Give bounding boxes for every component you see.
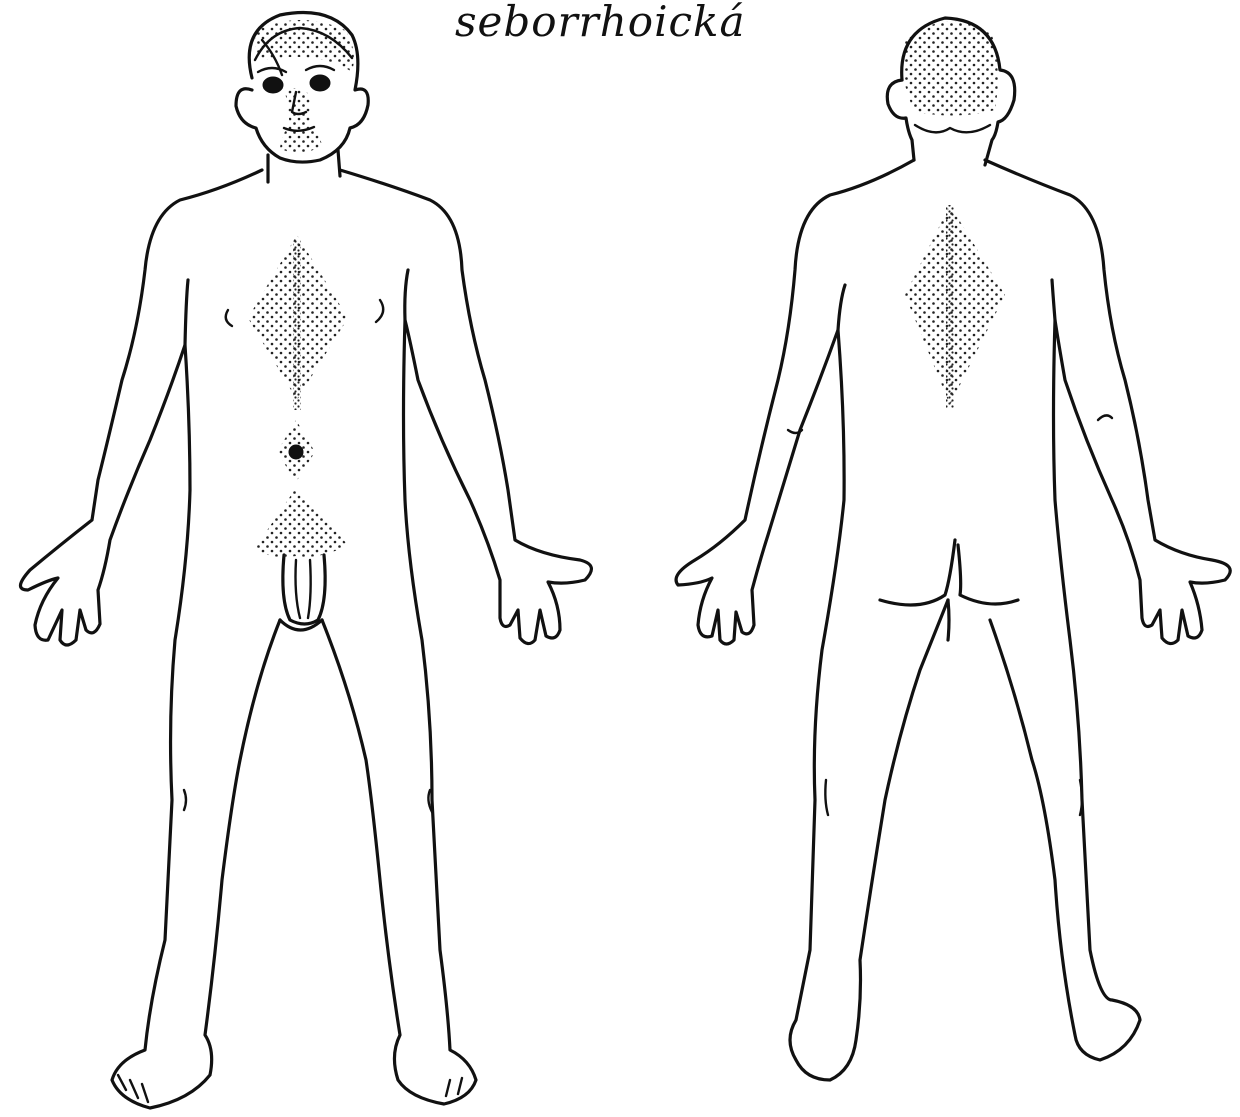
back-scalp-stipple bbox=[903, 21, 998, 115]
back-right-elbow bbox=[1098, 415, 1112, 420]
front-right-armpit bbox=[405, 270, 408, 320]
front-pubic-stipple bbox=[255, 488, 348, 557]
back-left-armpit bbox=[838, 285, 845, 330]
front-midline-stipple bbox=[293, 240, 301, 410]
back-figure bbox=[676, 18, 1230, 1080]
front-right-toes bbox=[446, 1078, 462, 1096]
front-genitalia bbox=[283, 555, 325, 624]
front-face-stipple bbox=[280, 88, 322, 153]
back-left-calf bbox=[825, 780, 828, 815]
front-right-brow bbox=[306, 66, 334, 70]
back-interscapular-stipple bbox=[905, 205, 1005, 405]
back-nape-hairline bbox=[915, 125, 990, 132]
front-left-eye bbox=[263, 77, 283, 93]
front-right-eye bbox=[310, 75, 330, 91]
front-body-right-outline bbox=[322, 170, 591, 1104]
front-left-toes bbox=[118, 1075, 148, 1102]
front-left-armpit bbox=[185, 280, 188, 345]
front-left-knee bbox=[184, 790, 186, 810]
front-body-left-outline bbox=[20, 170, 280, 1108]
back-gluteal-cleft bbox=[948, 600, 949, 640]
back-right-calf bbox=[1080, 780, 1082, 815]
back-left-buttock bbox=[880, 540, 955, 605]
back-left-elbow bbox=[788, 430, 802, 433]
front-right-nipple bbox=[376, 300, 383, 322]
front-left-nipple bbox=[226, 310, 232, 326]
back-spine-stipple bbox=[946, 205, 954, 408]
front-neck-right bbox=[338, 150, 340, 176]
front-genitalia-line-2 bbox=[308, 560, 311, 618]
back-body-right-outline bbox=[985, 160, 1230, 1060]
front-genitalia-line-1 bbox=[296, 560, 301, 618]
back-right-buttock bbox=[958, 545, 1018, 604]
back-right-armpit bbox=[1052, 280, 1055, 320]
diagram-title: seborrhoická bbox=[455, 0, 746, 46]
front-umbilicus bbox=[289, 445, 303, 459]
front-figure bbox=[20, 13, 591, 1109]
